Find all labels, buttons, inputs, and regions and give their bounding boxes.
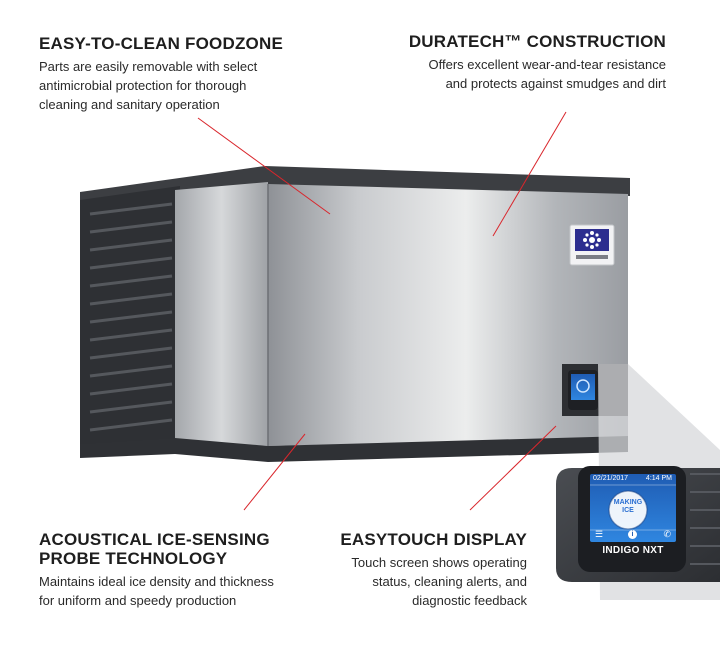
feature-description: Parts are easily removable with select a… — [39, 57, 339, 114]
display-time: 4:14 PM — [645, 475, 672, 482]
feature-description: Offers excellent wear-and-tear resistanc… — [346, 55, 666, 93]
feature-title: EASYTOUCH DISPLAY — [340, 530, 527, 549]
callout-lines — [197, 111, 567, 511]
description-line: Maintains ideal ice density and thicknes… — [39, 574, 274, 589]
description-line: diagnostic feedback — [412, 593, 527, 608]
callout-line-acoustical — [243, 433, 306, 511]
feature-description: Touch screen shows operating status, cle… — [287, 553, 527, 610]
description-line: Touch screen shows operating — [351, 555, 527, 570]
easytouch-display-enlarged — [556, 466, 720, 582]
feature-acoustical: ACOUSTICAL ICE-SENSING PROBE TECHNOLOGY … — [39, 530, 339, 610]
description-line: and protects against smudges and dirt — [445, 76, 666, 91]
machine-top-cover — [80, 166, 630, 206]
display-date: 02/21/2017 — [593, 475, 629, 482]
description-line: for uniform and speedy production — [39, 593, 237, 608]
display-status-line: ICE — [622, 507, 634, 514]
manitowoc-logo-badge — [569, 224, 615, 266]
feature-foodzone: EASY-TO-CLEAN FOODZONE Parts are easily … — [39, 34, 339, 114]
title-line: PROBE TECHNOLOGY — [39, 549, 228, 568]
feature-duratech: DURATECH™ CONSTRUCTION Offers excellent … — [346, 32, 666, 93]
description-line: Parts are easily removable with select — [39, 59, 258, 74]
description-line: antimicrobial protection for thorough — [39, 78, 247, 93]
callout-line-duratech — [492, 111, 567, 237]
display-status-line: MAKING — [613, 499, 643, 506]
phone-icon[interactable]: ✆ — [663, 529, 671, 539]
feature-easytouch: EASYTOUCH DISPLAY Touch screen shows ope… — [287, 530, 527, 610]
info-icon[interactable]: i — [628, 530, 637, 539]
menu-icon[interactable]: ☰ — [595, 529, 604, 539]
feature-title: EASY-TO-CLEAN FOODZONE — [39, 34, 283, 53]
machine-side-panel — [175, 182, 268, 446]
callout-line-easytouch — [469, 425, 557, 511]
feature-title: ACOUSTICAL ICE-SENSING PROBE TECHNOLOGY — [39, 530, 339, 568]
description-line: Offers excellent wear-and-tear resistanc… — [428, 57, 666, 72]
description-line: cleaning and sanitary operation — [39, 97, 220, 112]
description-line: status, cleaning alerts, and — [372, 574, 527, 589]
display-status: MAKING ICE — [610, 499, 646, 515]
feature-title: DURATECH™ CONSTRUCTION — [408, 32, 666, 51]
machine-front-panel — [268, 184, 628, 446]
vent-louvers-icon — [89, 202, 173, 432]
callout-line-foodzone — [197, 117, 331, 215]
feature-description: Maintains ideal ice density and thicknes… — [39, 572, 339, 610]
title-line: ACOUSTICAL ICE-SENSING — [39, 530, 270, 549]
machine-base — [80, 436, 628, 462]
display-brand: INDIGO NXT — [602, 545, 664, 556]
display-screen-content: 02/21/2017 4:14 PM MAKING ICE ☰ i ✆ — [590, 474, 676, 542]
